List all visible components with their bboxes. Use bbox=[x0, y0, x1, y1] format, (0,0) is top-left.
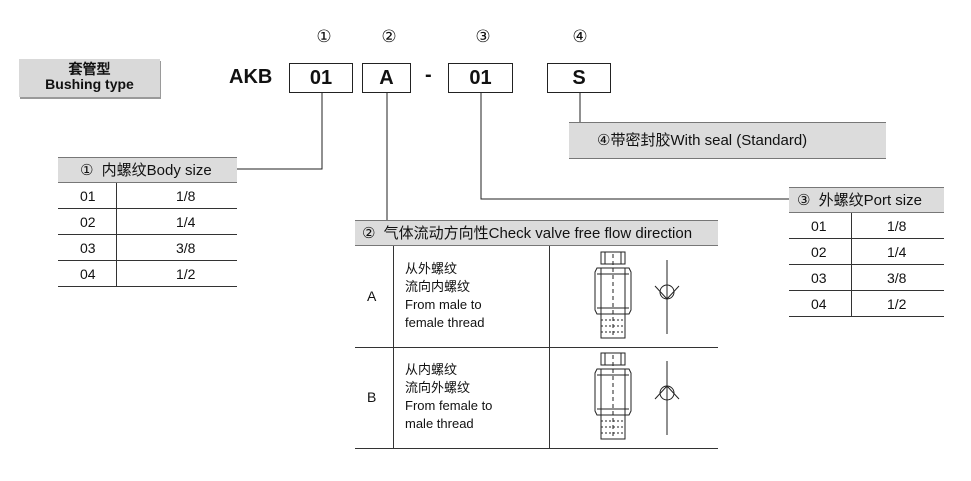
flow-desc-line: From female to bbox=[405, 398, 493, 413]
code-box-body-size: 01 bbox=[289, 63, 353, 93]
seal-label: ④带密封胶With seal (Standard) bbox=[569, 122, 886, 159]
row-code: 04 bbox=[789, 290, 851, 317]
row-size: 1/8 bbox=[851, 213, 944, 239]
marker-3: ③ bbox=[475, 27, 491, 46]
flow-row-a: A 从外螺纹 流向内螺纹 From male to female thread bbox=[355, 246, 718, 348]
flow-code-a: A bbox=[367, 288, 377, 304]
seal-text: 带密封胶With seal (Standard) bbox=[610, 132, 808, 149]
connector-body-size bbox=[237, 93, 323, 170]
flow-desc-a: 从外螺纹 流向内螺纹 From male to female thread bbox=[405, 260, 485, 332]
row-code: 01 bbox=[789, 213, 851, 239]
row-code: 01 bbox=[58, 183, 138, 209]
check-valve-symbol-b bbox=[594, 352, 680, 440]
flow-marker: ② bbox=[362, 225, 376, 242]
seal-marker: ④ bbox=[597, 132, 611, 149]
check-valve-symbol-a bbox=[594, 251, 680, 339]
row-size: 3/8 bbox=[138, 234, 237, 261]
body-size-marker: ① bbox=[80, 162, 94, 179]
body-size-title: 内螺纹Body size bbox=[101, 162, 212, 179]
row-code: 04 bbox=[58, 260, 138, 287]
flow-row-b: B 从内螺纹 流向外螺纹 From female to male thread bbox=[355, 347, 718, 449]
marker-1: ① bbox=[316, 27, 332, 46]
flow-desc-line: 流向外螺纹 bbox=[405, 380, 471, 395]
row-size: 1/4 bbox=[851, 238, 944, 265]
row-code: 03 bbox=[789, 264, 851, 291]
flow-direction-table: ② 气体流动方向性Check valve free flow direction… bbox=[355, 220, 718, 449]
flow-desc-line: 从外螺纹 bbox=[405, 261, 458, 276]
flow-divider-2 bbox=[549, 246, 550, 448]
bushing-type-badge: 套管型 Bushing type bbox=[19, 59, 160, 97]
badge-title-en: Bushing type bbox=[45, 76, 134, 92]
row-size: 1/8 bbox=[138, 183, 237, 209]
row-size: 1/4 bbox=[138, 208, 237, 235]
marker-4: ④ bbox=[572, 27, 588, 46]
row-code: 02 bbox=[789, 238, 851, 265]
row-code: 03 bbox=[58, 234, 138, 261]
flow-title: 气体流动方向性Check valve free flow direction bbox=[383, 225, 693, 242]
body-size-header: ① 内螺纹Body size bbox=[58, 157, 237, 183]
flow-desc-b: 从内螺纹 流向外螺纹 From female to male thread bbox=[405, 361, 492, 433]
flow-desc-line: male thread bbox=[405, 416, 474, 431]
body-size-divider bbox=[116, 183, 117, 287]
code-box-flow: A bbox=[362, 63, 411, 93]
port-size-header: ③ 外螺纹Port size bbox=[789, 187, 944, 213]
flow-desc-line: 流向内螺纹 bbox=[405, 279, 471, 294]
flow-desc-line: From male to bbox=[405, 297, 482, 312]
code-box-seal: S bbox=[547, 63, 611, 93]
flow-code-b: B bbox=[367, 389, 377, 405]
flow-desc-line: female thread bbox=[405, 315, 485, 330]
flow-header: ② 气体流动方向性Check valve free flow direction bbox=[355, 220, 718, 246]
row-size: 3/8 bbox=[851, 264, 944, 291]
row-size: 1/2 bbox=[138, 260, 237, 287]
badge-title-cn: 套管型 bbox=[68, 61, 111, 77]
model-prefix: AKB bbox=[229, 66, 273, 88]
connector-port-size bbox=[480, 93, 789, 200]
port-size-marker: ③ bbox=[797, 192, 811, 209]
code-box-port-size: 01 bbox=[448, 63, 513, 93]
port-size-divider bbox=[851, 213, 852, 317]
row-code: 02 bbox=[58, 208, 138, 235]
flow-desc-line: 从内螺纹 bbox=[405, 362, 458, 377]
marker-2: ② bbox=[381, 27, 397, 46]
code-dash: - bbox=[425, 64, 432, 86]
port-size-title: 外螺纹Port size bbox=[818, 192, 922, 209]
flow-divider-1 bbox=[393, 246, 394, 448]
row-size: 1/2 bbox=[851, 290, 944, 317]
